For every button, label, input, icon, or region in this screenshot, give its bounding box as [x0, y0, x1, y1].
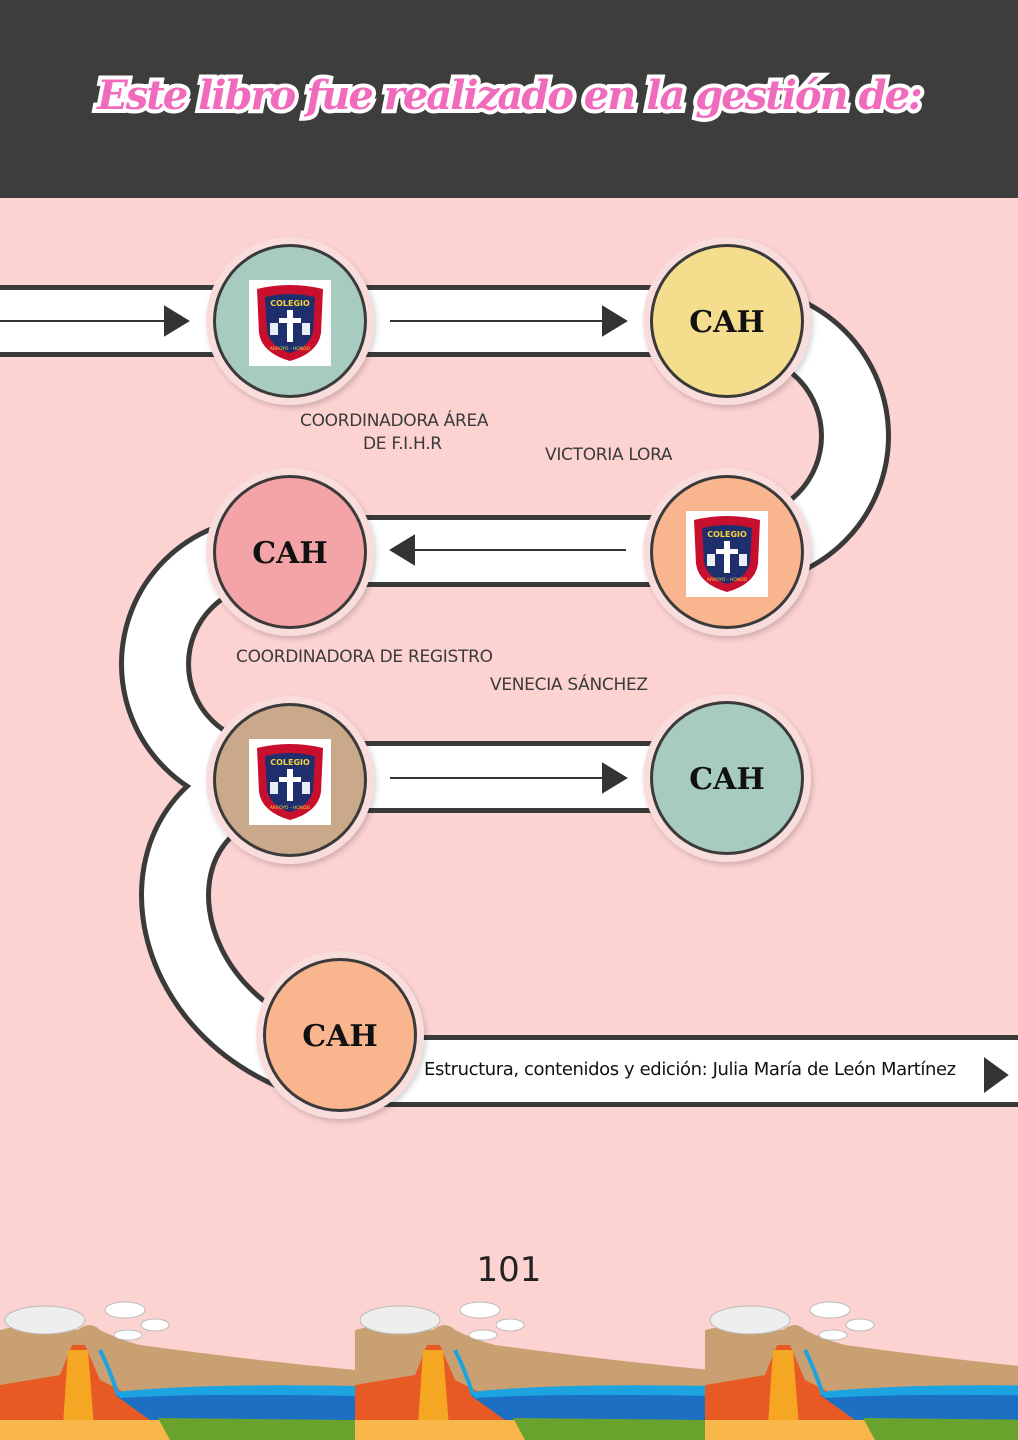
node-circle: CAH — [206, 468, 374, 636]
node-circle — [206, 237, 374, 405]
volcano-illustration — [703, 1300, 1018, 1440]
credit-text: Estructura, contenidos y edición: Julia … — [424, 1059, 956, 1080]
node-circle: CAH — [643, 694, 811, 862]
node-label: CAH — [689, 762, 765, 797]
arrow-left-icon — [389, 534, 626, 566]
arrow-right-icon — [390, 762, 628, 794]
arrow-right-icon — [390, 305, 628, 337]
node-circle — [643, 468, 811, 636]
page-number: 101 — [476, 1250, 542, 1290]
node-label: CAH — [689, 305, 765, 340]
person-name: VENECIA SÁNCHEZ — [490, 675, 648, 695]
arrow-right-icon — [984, 1057, 1009, 1093]
role-label: COORDINADORA DE REGISTRO — [236, 647, 493, 667]
node-label: CAH — [302, 1019, 378, 1054]
school-logo — [249, 739, 331, 825]
node-circle: CAH — [643, 237, 811, 405]
volcano-illustration — [353, 1300, 712, 1440]
page-title: Este libro fue realizado en la gestión d… — [93, 68, 927, 123]
school-logo — [249, 280, 331, 366]
role-label: COORDINADORA ÁREA — [300, 411, 489, 431]
header-banner: Este libro fue realizado en la gestión d… — [0, 0, 1018, 198]
node-circle — [206, 696, 374, 864]
node-circle: CAH — [256, 951, 424, 1119]
arrow-right-icon — [0, 305, 190, 337]
role-label: DE F.I.H.R — [363, 434, 442, 454]
volcano-illustration — [0, 1300, 357, 1440]
person-name: VICTORIA LORA — [545, 445, 673, 465]
school-logo — [686, 511, 768, 597]
node-label: CAH — [252, 536, 328, 571]
